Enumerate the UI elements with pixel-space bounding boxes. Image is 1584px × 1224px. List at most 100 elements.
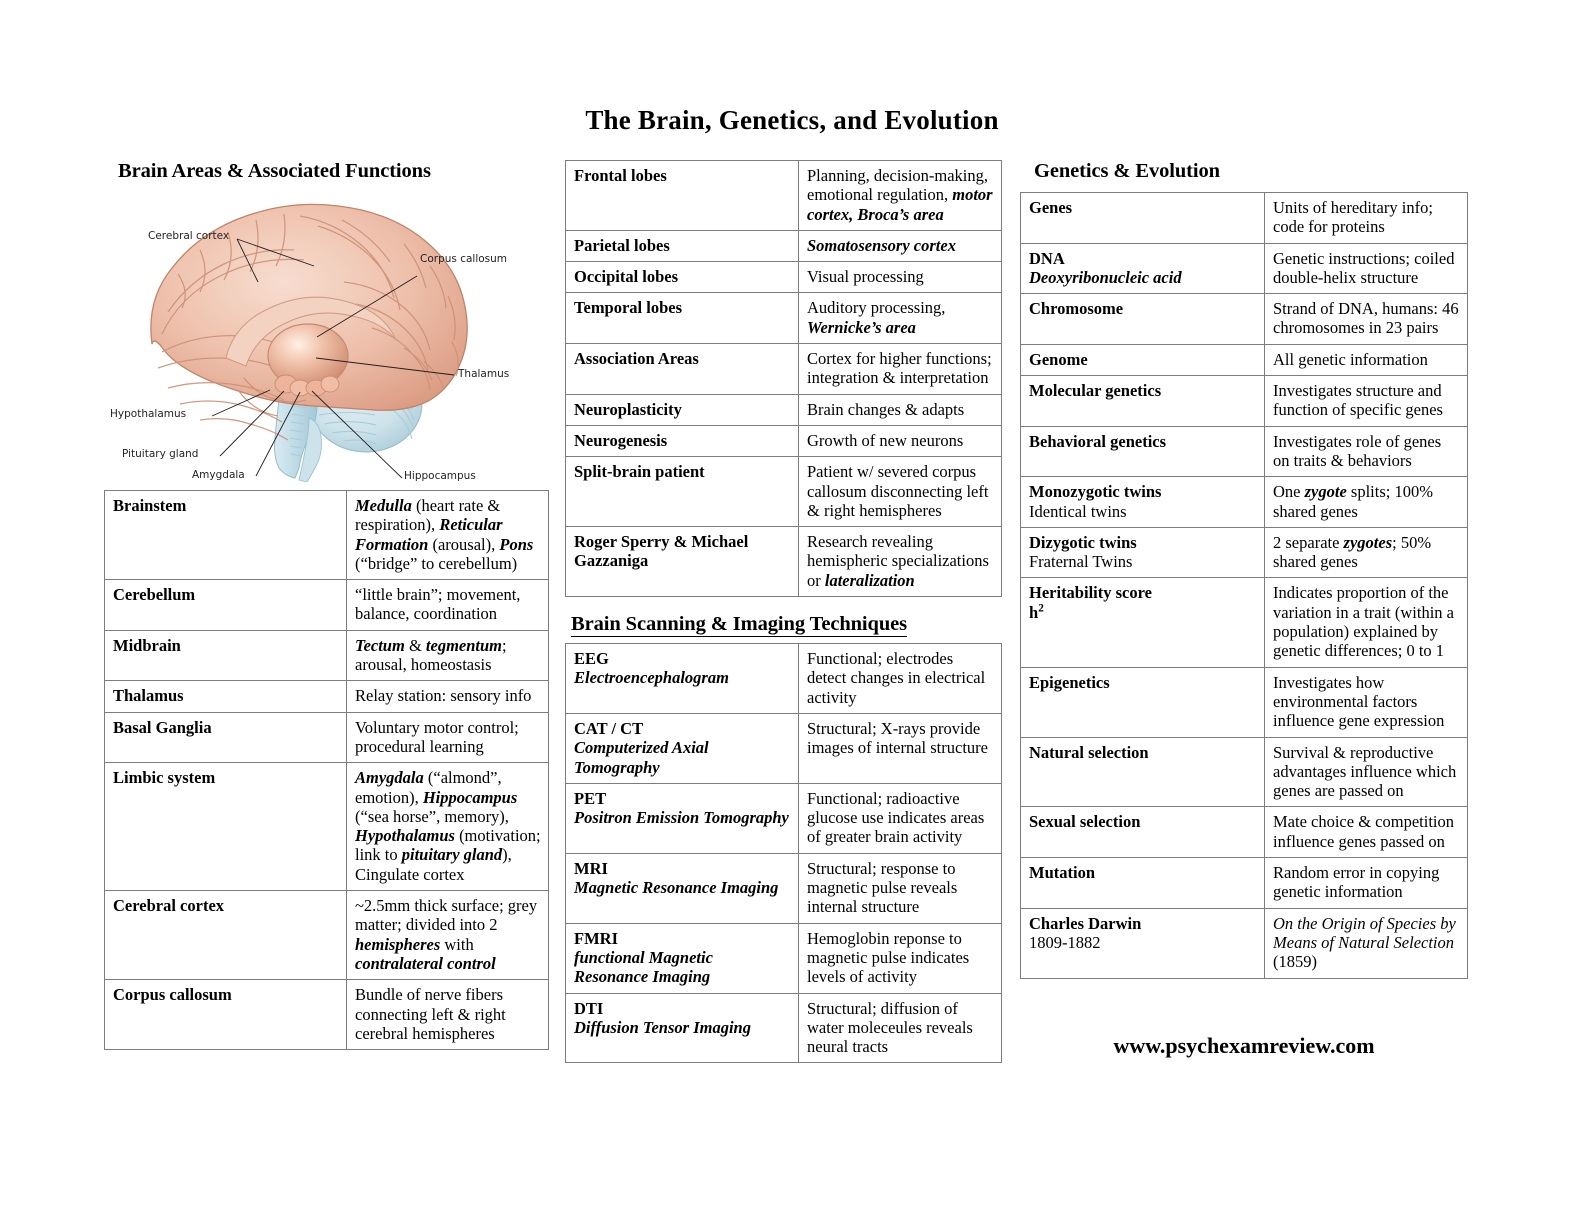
row-definition: Medulla (heart rate & respiration), Reti…	[346, 489, 549, 581]
row-definition: Brain changes & adapts	[798, 393, 1002, 426]
row-definition: Visual processing	[798, 261, 1002, 294]
brain-label-corpus-callosum: Corpus callosum	[420, 253, 508, 265]
label-leader-lines	[211, 238, 455, 479]
table-row: Cerebral cortex~2.5mm thick surface; gre…	[104, 890, 549, 981]
brain-label-thalamus: Thalamus	[458, 368, 510, 380]
section-heading-brain-areas: Brain Areas & Associated Functions	[118, 160, 431, 182]
row-definition: Hemoglobin reponse to magnetic pulse ind…	[798, 922, 1002, 994]
row-definition: Voluntary motor control; procedural lear…	[346, 711, 549, 764]
row-term: Roger Sperry & Michael Gazzaniga	[565, 526, 799, 598]
row-term: Limbic system	[104, 762, 347, 892]
row-term: Natural selection	[1020, 736, 1265, 808]
row-term: Parietal lobes	[565, 229, 799, 263]
row-definition: Structural; diffusion of water moleceule…	[798, 992, 1002, 1064]
footer-website-url: www.psychexamreview.com	[1113, 1033, 1375, 1058]
row-definition: Patient w/ severed corpus callosum disco…	[798, 456, 1002, 528]
row-term: Sexual selection	[1020, 806, 1265, 859]
row-definition: Structural; response to magnetic pulse r…	[798, 852, 1002, 924]
row-definition: Auditory processing, Wernicke’s area	[798, 292, 1002, 345]
table-row: Cerebellum“little brain”; movement, bala…	[104, 579, 549, 631]
row-definition: Growth of new neurons	[798, 424, 1002, 458]
row-definition: Structural; X-rays provide images of int…	[798, 712, 1002, 784]
row-term: Cerebellum	[104, 579, 347, 631]
row-term: Chromosome	[1020, 293, 1265, 345]
row-term: Molecular genetics	[1020, 375, 1265, 427]
section-heading-genetics: Genetics & Evolution	[1034, 160, 1220, 182]
row-term: Genes	[1020, 192, 1265, 244]
row-definition: Somatosensory cortex	[798, 229, 1002, 263]
row-term: Occipital lobes	[565, 261, 799, 294]
row-definition: Amygdala (“almond”, emotion), Hippocampu…	[346, 762, 549, 892]
row-definition: 2 separate zygotes; 50% shared genes	[1264, 526, 1468, 579]
row-definition: Units of hereditary info; code for prote…	[1264, 192, 1468, 244]
brain-illustration-svg	[150, 203, 468, 482]
row-definition: Mate choice & competition influence gene…	[1264, 806, 1468, 859]
row-term: Neuroplasticity	[565, 393, 799, 426]
row-term: Temporal lobes	[565, 292, 799, 345]
row-definition: One zygote splits; 100% shared genes	[1264, 476, 1468, 528]
section-heading-imaging: Brain Scanning & Imaging Techniques	[571, 613, 907, 638]
row-definition: Genetic instructions; coiled double-heli…	[1264, 242, 1468, 295]
brain-label-pituitary-gland: Pituitary gland	[122, 448, 199, 460]
row-definition: All genetic information	[1264, 343, 1468, 377]
row-definition: Planning, decision-making, emotional reg…	[798, 160, 1002, 231]
row-definition: Cortex for higher functions; integration…	[798, 343, 1002, 395]
brain-label-hypothalamus: Hypothalamus	[110, 408, 187, 420]
row-term: Epigenetics	[1020, 666, 1265, 738]
row-definition: “little brain”; movement, balance, coord…	[346, 579, 549, 631]
row-definition: ~2.5mm thick surface; grey matter; divid…	[346, 890, 549, 981]
row-definition: Survival & reproductive advantages influ…	[1264, 736, 1468, 808]
brain-label-amygdala: Amygdala	[192, 469, 245, 481]
row-definition: Functional; electrodes detect changes in…	[798, 643, 1002, 714]
row-term: Split-brain patient	[565, 456, 799, 528]
row-definition: Bundle of nerve fibers connecting left &…	[346, 979, 549, 1051]
